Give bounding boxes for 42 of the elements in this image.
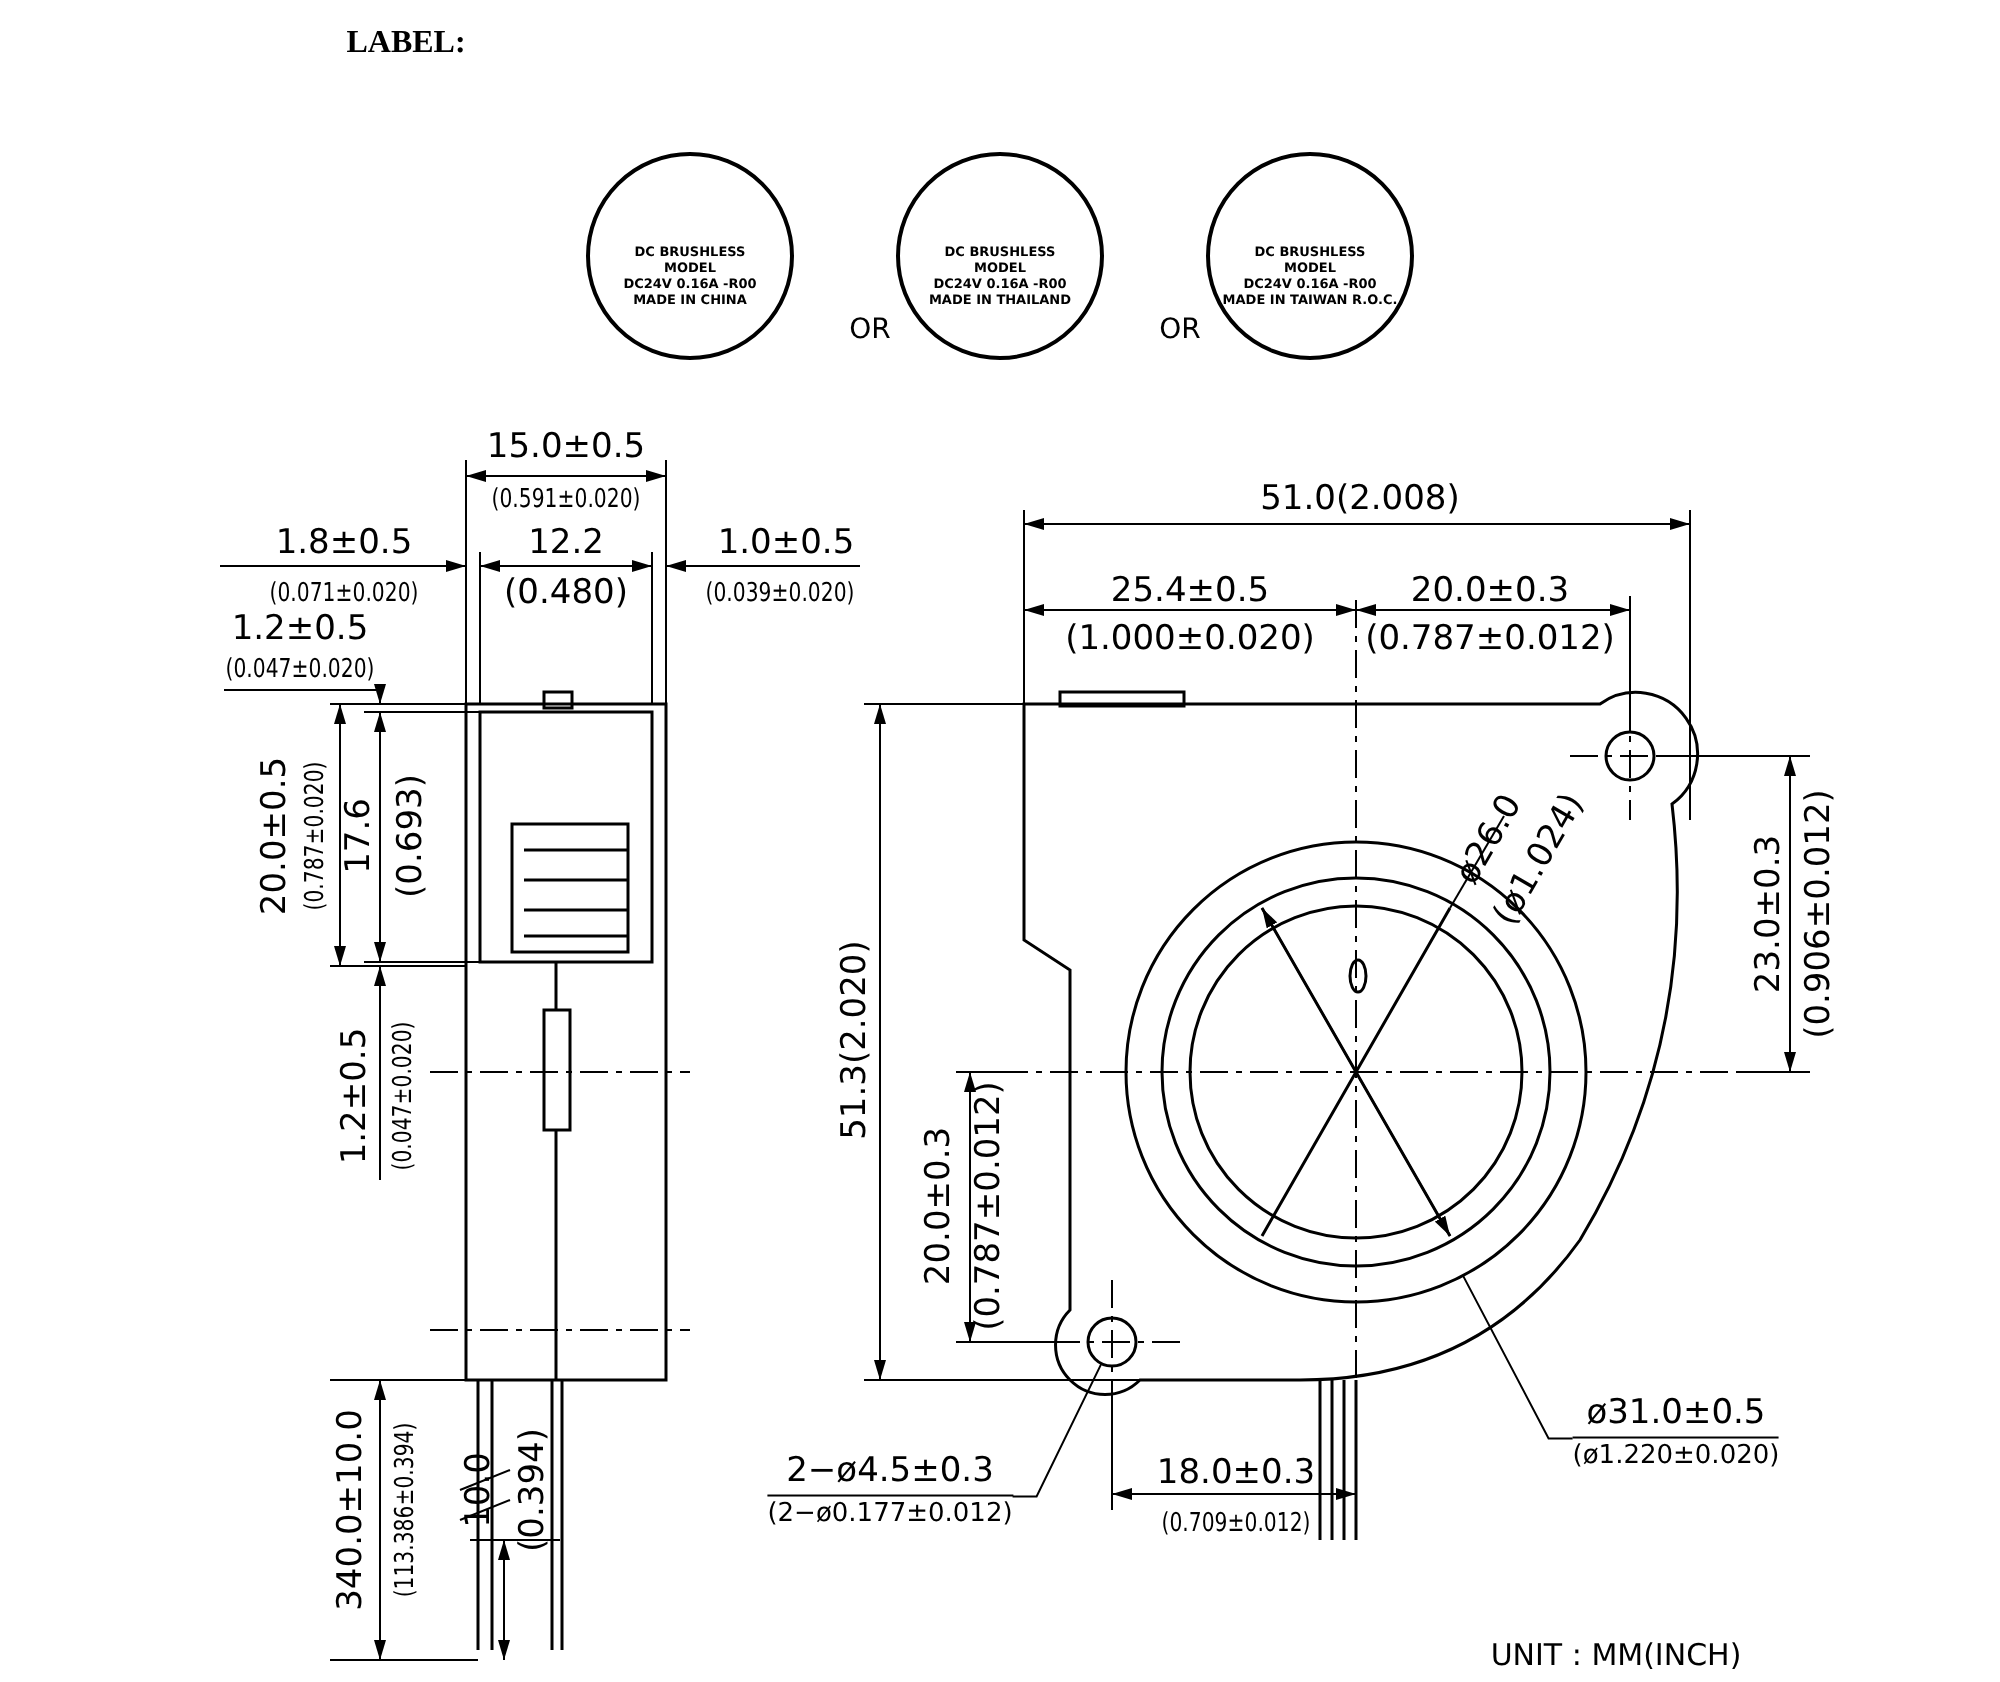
- dimension-text: (0.039±0.020): [705, 581, 855, 607]
- dimension-text: (113.386±0.394): [393, 1422, 419, 1598]
- leader-line: [1011, 1362, 1103, 1498]
- dimension-text: UNIT : MM(INCH): [1490, 1641, 1742, 1671]
- dimension-text: (0.709±0.012): [1161, 1511, 1311, 1537]
- dimension-text: (0.906±0.012): [1803, 789, 1837, 1039]
- dimension-text: 51.0(2.008): [1260, 483, 1460, 517]
- dimension-text: (0.071±0.020): [269, 581, 419, 607]
- mounting-hole: [1086, 1316, 1138, 1368]
- separator-text: OR: [1159, 316, 1201, 344]
- dimension-text: (0.591±0.020): [491, 487, 641, 513]
- dimension-text: (0.394): [517, 1428, 551, 1552]
- dimension-text: 18.0±0.3: [1156, 1457, 1316, 1491]
- dimension-text: (0.787±0.012): [1365, 623, 1615, 657]
- dimension-text: (0.787±0.020): [303, 761, 329, 911]
- dimension-text: 51.3(2.020): [839, 940, 873, 1140]
- heading: LABEL:: [346, 28, 466, 60]
- dimension-text: 2−ø4.5±0.3: [767, 1448, 1013, 1497]
- dimension-text: 12.2: [528, 527, 604, 561]
- dimension-text: 15.0±0.5: [486, 431, 646, 465]
- dimension-text: 20.0±0.3: [923, 1126, 957, 1286]
- dimension-text: 20.0±0.5: [259, 756, 293, 916]
- dimension-text: ø31.0±0.5: [1572, 1390, 1780, 1439]
- dimension-text: 1.0±0.5: [717, 527, 855, 561]
- separator-text: OR: [849, 316, 891, 344]
- dimension-text: (0.693): [395, 774, 429, 898]
- dimension-text: (2−ø0.177±0.012): [767, 1496, 1013, 1532]
- dimension-text: 340.0±10.0: [335, 1409, 369, 1611]
- dimension-text: (0.787±0.012): [973, 1081, 1007, 1331]
- dimension-text: 17.6: [343, 798, 377, 874]
- dimension-text: 23.0±0.3: [1753, 834, 1787, 994]
- dimension-text: 1.2±0.5: [231, 613, 369, 647]
- dimension-text: (ø1.220±0.020): [1572, 1438, 1780, 1474]
- dimension-text: 1.8±0.5: [275, 527, 413, 561]
- dimension-text: (0.047±0.020): [225, 657, 375, 683]
- dimension-text: 25.4±0.5: [1110, 575, 1270, 609]
- dimension-text: (1.000±0.020): [1065, 623, 1315, 657]
- dimension-text: (0.480): [504, 577, 628, 611]
- leader-line: [1462, 1274, 1574, 1440]
- dimension-text: (0.047±0.020): [391, 1021, 417, 1171]
- dimension-text: 20.0±0.3: [1410, 575, 1570, 609]
- dimension-text: 1.2±0.5: [339, 1027, 373, 1165]
